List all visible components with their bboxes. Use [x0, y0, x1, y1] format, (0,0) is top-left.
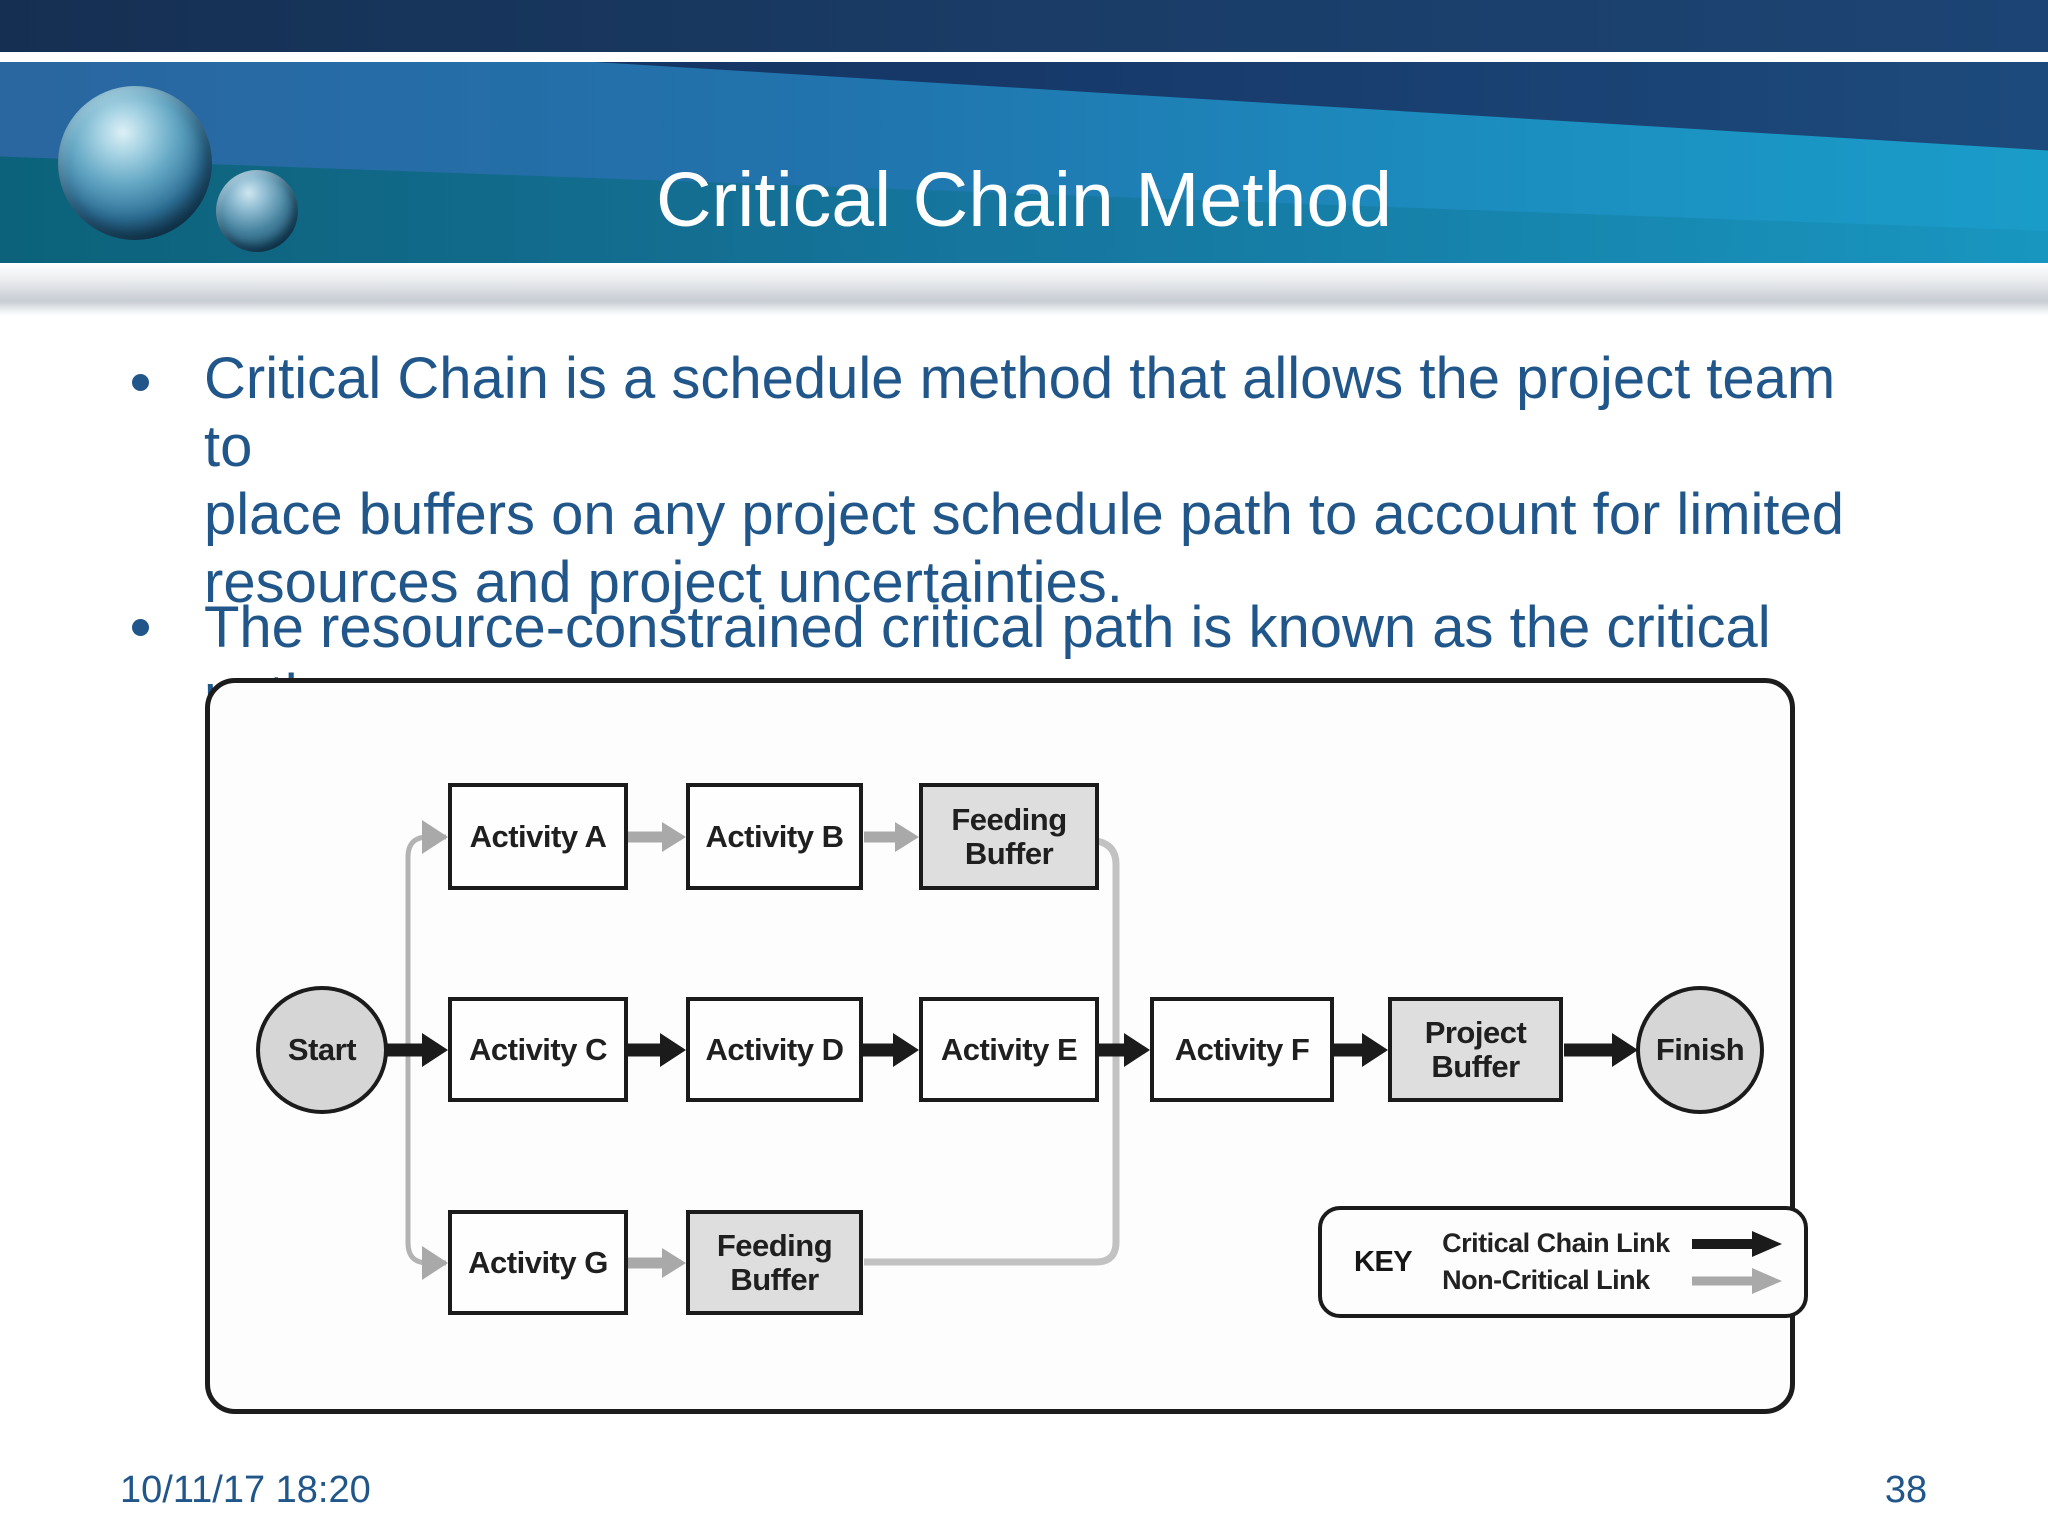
bullet-1: Critical Chain is a schedule method that…: [204, 345, 1884, 617]
node-finish: Finish: [1636, 986, 1764, 1114]
bullet-marker: [132, 619, 149, 636]
header-divider: [0, 52, 2048, 62]
key-title: KEY: [1354, 1245, 1413, 1278]
footer-datetime: 10/11/17 18:20: [120, 1469, 371, 1511]
node-activity-d: Activity D: [686, 997, 863, 1102]
node-activity-b: Activity B: [686, 783, 863, 890]
logo-sphere-small-icon: [216, 170, 298, 252]
key-rows: Critical Chain Link Non-Critical Link: [1442, 1228, 1785, 1297]
key-row-non-critical: Non-Critical Link: [1442, 1265, 1785, 1297]
critical-chain-arrow-icon: [1692, 1230, 1783, 1257]
diagram-key: KEY Critical Chain Link Non-Critical Lin…: [1318, 1206, 1808, 1318]
header-top-bar: [0, 0, 2048, 52]
node-activity-a: Activity A: [448, 783, 628, 890]
key-label-non-critical: Non-Critical Link: [1442, 1265, 1650, 1295]
node-feeding-buffer-top: Feeding Buffer: [919, 783, 1099, 890]
node-activity-f: Activity F: [1150, 997, 1334, 1102]
non-critical-arrow-icon: [1692, 1267, 1783, 1294]
key-label-critical: Critical Chain Link: [1442, 1228, 1670, 1258]
bullet-1-line-2: place buffers on any project schedule pa…: [204, 482, 1845, 547]
bullet-1-line-3: resources and project uncertainties.: [204, 550, 1123, 615]
node-activity-c: Activity C: [448, 997, 628, 1102]
node-activity-e: Activity E: [919, 997, 1099, 1102]
page-title: Critical Chain Method: [655, 157, 1393, 243]
node-project-buffer: Project Buffer: [1388, 997, 1563, 1102]
bullet-marker: [132, 374, 149, 391]
node-feeding-buffer-bottom: Feeding Buffer: [686, 1210, 863, 1315]
footer-page-number: 38: [1884, 1469, 1928, 1511]
header-bottom-strip: [0, 263, 2048, 316]
header-band: [0, 62, 2048, 263]
node-activity-g: Activity G: [448, 1210, 628, 1315]
bullet-1-line-1: Critical Chain is a schedule method that…: [204, 346, 1836, 479]
key-row-critical: Critical Chain Link: [1442, 1228, 1785, 1260]
node-start: Start: [256, 986, 388, 1114]
logo-sphere-large-icon: [58, 86, 212, 240]
